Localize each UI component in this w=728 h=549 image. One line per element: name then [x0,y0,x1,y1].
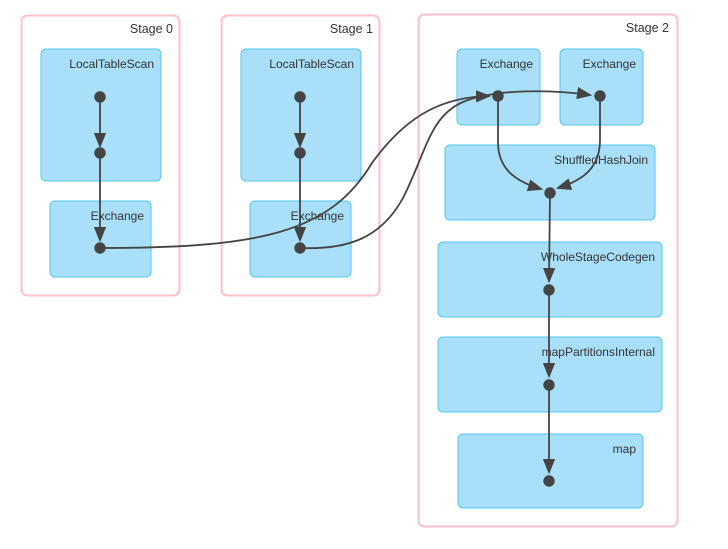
node-stage2-mappartitionsinternal: mapPartitionsInternal [437,336,663,413]
rdd-dot-stage2-mappartitionsinternal[interactable] [543,379,555,391]
rdd-dot-stage0-scan-bottom[interactable] [94,147,106,159]
node-stage2-exchange-right-box [559,48,644,126]
stage-2-label: Stage 2 [626,21,669,35]
node-stage2-exchange-left: Exchange [456,48,541,126]
rdd-dot-stage0-scan-top[interactable] [94,91,106,103]
stage-1-label: Stage 1 [330,22,373,36]
stage-0-label: Stage 0 [130,22,173,36]
rdd-dot-stage2-exchange-right[interactable] [594,90,606,102]
edge-stage1-exchange-to-stage2-exchange-right [299,87,593,250]
rdd-dot-stage2-map[interactable] [543,475,555,487]
node-stage2-map-label: map [613,442,637,456]
node-stage2-wholestagecodegen-label: WholeStageCodegen [541,250,655,264]
node-stage1-localtablescan-label: LocalTableScan [269,57,354,71]
node-stage2-mappartitionsinternal-label: mapPartitionsInternal [542,345,655,359]
node-stage1-localtablescan-box [240,48,362,182]
node-stage2-exchange-left-label: Exchange [480,57,534,71]
rdd-dot-stage1-scan-top[interactable] [294,91,306,103]
edge-exchange-right-to-shuffledhashjoin [555,96,601,191]
node-stage0-exchange-label: Exchange [91,209,145,223]
rdd-dot-stage2-wholestagecodegen[interactable] [543,284,555,296]
node-stage2-exchange-right: Exchange [559,48,644,126]
rdd-dot-stage0-exchange[interactable] [94,242,106,254]
node-stage2-map: map [457,433,644,509]
node-stage0-localtablescan-box [40,48,162,182]
node-stage0-localtablescan-label: LocalTableScan [69,57,154,71]
edge-shuffledhashjoin-to-wholestagecodegen [543,192,556,284]
rdd-dot-stage1-scan-bottom[interactable] [294,147,306,159]
rdd-dot-stage2-shuffledhashjoin[interactable] [544,187,556,199]
rdd-dot-stage1-exchange[interactable] [294,242,306,254]
edge-exchange-left-to-shuffledhashjoin [497,96,544,192]
node-stage0-localtablescan: LocalTableScan [40,48,162,182]
edge-stage0-exchange-to-stage2-exchange-left [99,90,492,249]
rdd-dot-stage2-exchange-left[interactable] [492,90,504,102]
node-stage2-shuffledhashjoin-label: ShuffledHashJoin [554,153,648,167]
node-stage1-localtablescan: LocalTableScan [240,48,362,182]
node-stage2-exchange-right-label: Exchange [583,57,637,71]
node-stage2-shuffledhashjoin: ShuffledHashJoin [444,144,656,221]
